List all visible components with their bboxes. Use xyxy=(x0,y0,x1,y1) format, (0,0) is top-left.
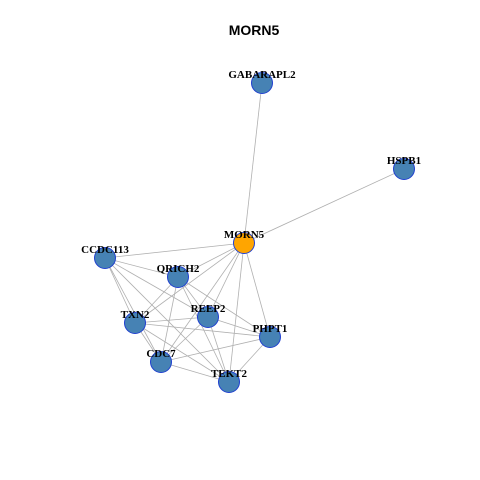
edge-morn5-txn2 xyxy=(134,242,245,324)
edge-phpt1-cdc7 xyxy=(160,336,271,363)
node-circle-morn5 xyxy=(233,232,255,254)
edge-qrich2-cdc7 xyxy=(160,276,179,363)
node-circle-qrich2 xyxy=(167,266,189,288)
node-label-txn2: TXN2 xyxy=(121,309,150,321)
edge-ccdc113-cdc7 xyxy=(104,257,162,363)
diagram-title: MORN5 xyxy=(229,22,280,38)
edge-txn2-tekt2 xyxy=(134,322,230,383)
edge-ccdc113-txn2 xyxy=(104,257,136,324)
edge-txn2-phpt1 xyxy=(134,322,271,338)
edge-layer xyxy=(104,82,405,383)
edge-reep2-txn2 xyxy=(134,316,209,324)
edge-morn5-reep2 xyxy=(207,242,245,318)
edge-reep2-tekt2 xyxy=(207,316,230,383)
node-hspb1: HSPB1 xyxy=(387,155,421,180)
node-circle-phpt1 xyxy=(259,326,281,348)
node-circle-hspb1 xyxy=(393,158,415,180)
node-tekt2: TEKT2 xyxy=(211,368,248,393)
edge-ccdc113-reep2 xyxy=(104,257,209,318)
node-label-reep2: REEP2 xyxy=(191,303,226,315)
edge-qrich2-tekt2 xyxy=(177,276,230,383)
edge-morn5-hspb1 xyxy=(243,168,405,244)
node-reep2: REEP2 xyxy=(191,303,226,328)
edge-qrich2-phpt1 xyxy=(177,276,271,338)
node-ccdc113: CCDC113 xyxy=(81,244,129,269)
edge-morn5-phpt1 xyxy=(243,242,271,338)
node-circle-txn2 xyxy=(124,312,146,334)
node-circle-cdc7 xyxy=(150,351,172,373)
node-circle-ccdc113 xyxy=(94,247,116,269)
edge-morn5-gabarapl2 xyxy=(243,82,263,244)
node-label-cdc7: CDC7 xyxy=(146,348,176,360)
node-phpt1: PHPT1 xyxy=(253,323,288,348)
node-label-gabarapl2: GABARAPL2 xyxy=(228,69,296,81)
node-morn5: MORN5 xyxy=(224,229,265,254)
edge-ccdc113-qrich2 xyxy=(104,257,179,278)
node-txn2: TXN2 xyxy=(121,309,150,334)
edge-cdc7-tekt2 xyxy=(160,361,230,383)
node-label-phpt1: PHPT1 xyxy=(253,323,288,335)
node-gabarapl2: GABARAPL2 xyxy=(228,69,296,94)
node-circle-tekt2 xyxy=(218,371,240,393)
node-label-ccdc113: CCDC113 xyxy=(81,244,129,256)
node-label-hspb1: HSPB1 xyxy=(387,155,421,167)
node-layer: MORN5 GABARAPL2HSPB1CCDC113QRICH2REEP2TXN… xyxy=(81,69,421,393)
edge-morn5-tekt2 xyxy=(228,242,245,383)
node-circle-reep2 xyxy=(197,306,219,328)
edge-morn5-qrich2 xyxy=(177,242,245,278)
node-circle-gabarapl2 xyxy=(251,72,273,94)
node-label-qrich2: QRICH2 xyxy=(157,263,200,275)
edge-morn5-ccdc113 xyxy=(104,242,245,259)
node-label-tekt2: TEKT2 xyxy=(211,368,248,380)
edge-morn5-cdc7 xyxy=(160,242,245,363)
node-label-morn5: MORN5 xyxy=(224,229,265,241)
node-qrich2: QRICH2 xyxy=(157,263,200,288)
node-cdc7: CDC7 xyxy=(146,348,176,373)
